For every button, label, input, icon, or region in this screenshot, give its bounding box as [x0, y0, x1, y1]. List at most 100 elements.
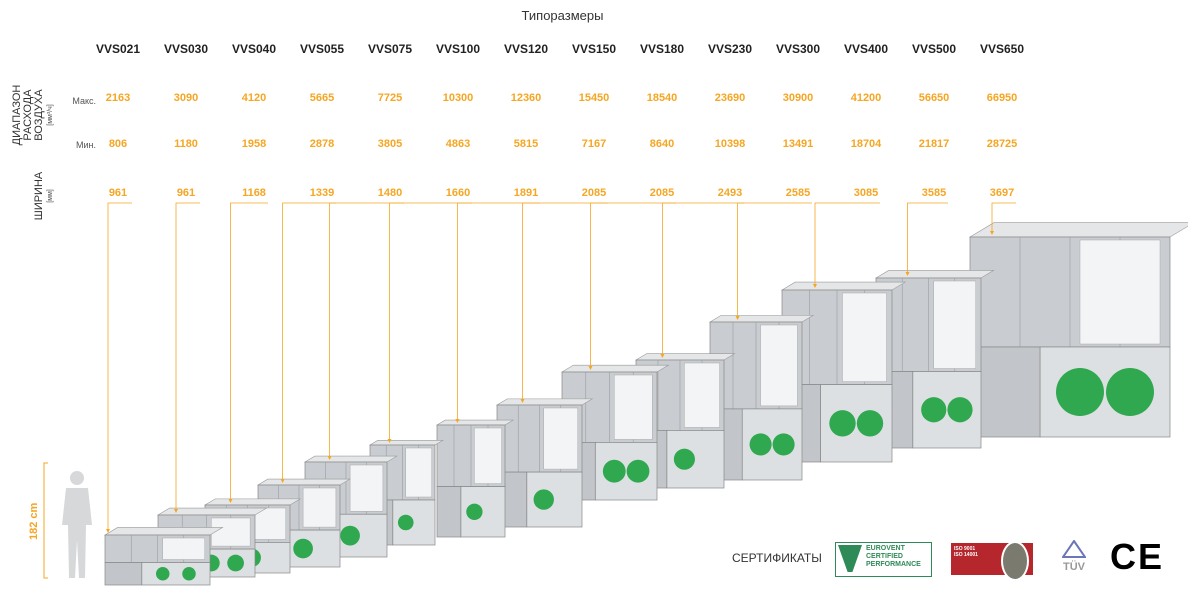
model-name: VVS021: [95, 42, 141, 56]
fan-icon: [397, 514, 414, 531]
human-silhouette-icon: [62, 471, 92, 578]
unit-vvs150: [495, 398, 594, 528]
width-value: 1339: [309, 187, 335, 199]
airflow-min-value: 18704: [850, 138, 882, 150]
unit-vvs300: [708, 315, 815, 481]
min-label: Мин.: [76, 140, 96, 150]
leader-arrow-icon: [174, 509, 178, 513]
airflow-max-value: 15450: [578, 92, 610, 104]
airflow-max-value: 23690: [714, 92, 746, 104]
model-name: VVS300: [775, 42, 821, 56]
fan-icon: [156, 567, 170, 581]
eurovent-logo: EUROVENT CERTIFIED PERFORMANCE: [835, 542, 932, 577]
airflow-max-value: 30900: [782, 92, 814, 104]
airflow-min-value: 8640: [649, 138, 675, 150]
model-name: VVS030: [163, 42, 209, 56]
airflow-label-line3: ВОЗДУХА: [33, 89, 45, 141]
leader-line: [175, 202, 200, 511]
leader-arrow-icon: [660, 354, 665, 358]
width-value: 3085: [853, 187, 879, 199]
airflow-min-value: 7167: [581, 138, 607, 150]
model-name: VVS650: [979, 42, 1025, 56]
model-name: VVS040: [231, 42, 277, 56]
fan-icon: [921, 397, 947, 423]
fan-icon: [602, 459, 626, 483]
leader-arrow-icon: [813, 284, 817, 288]
leader-line: [230, 202, 268, 501]
fan-icon: [533, 489, 554, 510]
fan-icon: [1056, 368, 1104, 416]
unit-vvs021: [103, 527, 224, 586]
leader-line: [329, 202, 404, 458]
airflow-max-value: 3090: [173, 92, 199, 104]
eurovent-text-3: PERFORMANCE: [866, 561, 921, 568]
leader-arrow-icon: [387, 439, 392, 443]
fan-icon: [340, 525, 360, 546]
model-name: VVS055: [299, 42, 345, 56]
leader-arrow-icon: [327, 456, 332, 460]
airflow-unit: [мм³/ч]: [47, 104, 54, 126]
model-name: VVS150: [571, 42, 617, 56]
unit-vvs120: [435, 419, 515, 538]
airflow-max-value: 5665: [309, 92, 335, 104]
fan-icon: [673, 448, 695, 470]
airflow-max-value: 2163: [105, 92, 131, 104]
leader-line: [522, 202, 608, 401]
width-value: 1891: [513, 187, 539, 199]
model-name: VVS230: [707, 42, 753, 56]
width-unit: [мм]: [47, 189, 54, 203]
leader-line: [737, 202, 812, 318]
width-value: 2085: [581, 187, 607, 199]
fan-icon: [829, 410, 856, 437]
airflow-max-value: 7725: [377, 92, 403, 104]
fan-icon: [749, 433, 772, 456]
leader-arrow-icon: [280, 479, 285, 483]
tuv-text: TÜV: [1063, 561, 1085, 573]
airflow-min-value: 21817: [918, 138, 950, 150]
fan-icon: [182, 567, 196, 581]
width-value: 1168: [242, 187, 266, 199]
airflow-min-value: 1958: [241, 138, 267, 150]
airflow-min-value: 28725: [986, 138, 1018, 150]
model-name: VVS120: [503, 42, 549, 56]
leader-line: [107, 202, 132, 531]
airflow-max-value: 12360: [510, 92, 542, 104]
airflow-min-value: 3805: [377, 138, 403, 150]
unit-vvs650: [968, 222, 1188, 438]
iso-9001: ISO 9001: [954, 546, 976, 552]
human-height-label: 182 cm: [28, 502, 40, 540]
width-value: 2585: [785, 187, 811, 199]
fan-icon: [1106, 368, 1154, 416]
eurovent-text-1: EUROVENT: [866, 545, 905, 552]
airflow-max-value: 56650: [918, 92, 950, 104]
airflow-max-value: 41200: [850, 92, 882, 104]
fan-icon: [947, 397, 973, 423]
airflow-range-label: ДИАПАЗОН РАСХОДА ВОЗДУХА [мм³/ч]: [11, 80, 56, 150]
unit-vvs500: [874, 270, 995, 449]
airflow-max-value: 18540: [646, 92, 678, 104]
width-value: 1480: [377, 187, 403, 199]
model-name: VVS400: [843, 42, 889, 56]
airflow-max-value: 4120: [241, 92, 267, 104]
tuv-logo: TÜV: [1058, 539, 1090, 573]
tuv-triangle-icon: [1061, 539, 1087, 558]
width-value: 2085: [649, 187, 675, 199]
airflow-max-value: 66950: [986, 92, 1018, 104]
page-title: Типоразмеры: [521, 8, 604, 23]
width-label: ШИРИНА [мм]: [33, 170, 56, 222]
leader-arrow-icon: [228, 499, 233, 503]
leader-line: [389, 202, 472, 441]
leader-line: [282, 202, 336, 481]
leader-arrow-icon: [990, 231, 994, 235]
leader-line: [457, 202, 540, 421]
airflow-min-value: 13491: [782, 138, 814, 150]
fan-icon: [856, 410, 884, 437]
bureau-veritas-seal: [1001, 541, 1029, 581]
leader-line: [590, 202, 676, 368]
unit-vvs180: [560, 364, 670, 501]
certificates-label: СЕРТИФИКАТЫ: [732, 551, 822, 565]
width-value: 3697: [989, 187, 1015, 199]
height-bracket: [43, 462, 48, 579]
